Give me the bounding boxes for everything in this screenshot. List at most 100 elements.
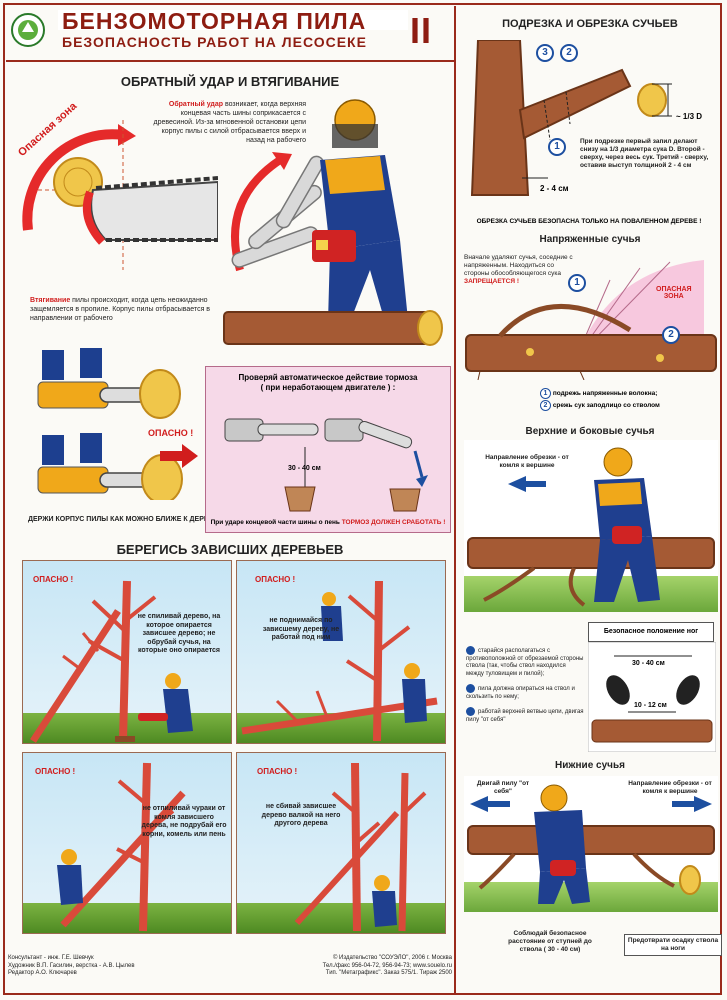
column-divider [454,6,456,994]
pull-text: пилы происходит, когда цепь неожиданно з… [30,297,211,322]
danger-label: ОПАСНО ! [33,575,74,584]
lower-direction-note: Направление обрезки - от комля к вершине [628,780,712,795]
brake-check-illustration [224,418,428,512]
bullet-item: работай верхней ветвью цепи, двигая пилу… [466,707,584,724]
safe-legs-diagram [588,642,716,752]
upper-branches-illustration [467,447,715,607]
legend-text: подрежь напряженные волокна; [552,390,658,397]
safe-legs-label: Безопасное положение ног [603,628,699,635]
bullet-item: пила должна опираться на ствол и скользи… [466,684,584,701]
danger-label: ОПАСНО ! [35,767,76,776]
legend-item: 1 подрежь напряженные волокна; [540,388,720,400]
hanging-panel-3: ОПАСНО ! не отпиливай чураки от комля за… [22,752,232,934]
hanging-panel-1: ОПАСНО ! не спиливай дерево, на которое … [22,560,232,744]
third-diameter-label: ~ 1/3 D [676,112,703,121]
upper-branches-heading: Верхние и боковые сучья [525,426,655,437]
hanging-panel-4: ОПАСНО ! не сбивай зависшее дерево валко… [236,752,446,934]
hanging-tree-illustration-4 [294,762,427,932]
poster-border [3,3,722,995]
kickback-diagram [22,120,218,270]
safe-legs-box: Безопасное положение ног [588,622,714,642]
poster-title: БЕНЗОМОТОРНАЯ ПИЛА [62,8,367,34]
hanging-tree-illustration-2 [241,580,438,742]
credit-publisher: © Издательство "СОУЭЛО", 2006 г. Москва [332,955,452,961]
credit-print: Тип. "Метаграфикс". Заказ 575/1. Тираж 2… [325,970,452,976]
danger-zone-line1: ОПАСНАЯ [656,286,692,293]
pruning-warning: ОБРЕЗКА СУЧЬЕВ БЕЗОПАСНА ТОЛЬКО НА ПОВАЛ… [476,218,702,225]
credit-contact: Тел./факс 956-04-72, 956-94-73; www.soue… [322,962,452,969]
hanging-tree-illustration-1 [30,580,193,743]
grass [464,882,718,912]
bullet-text: старайся располагаться с противоположной… [466,648,584,677]
danger-label-hold: ОПАСНО ! [148,428,194,438]
kickback-description: Обратный удар возникает, когда верхняя к… [148,100,306,145]
credits-left: Консультант - инж. Г.Е. Шевчук Художник … [8,955,228,978]
bullet-text: работай верхней ветвью цепи, двигая пилу… [466,709,584,723]
hanging-trees-heading: БЕРЕГИСЬ ЗАВИСШИХ ДЕРЕВЬЕВ [116,542,344,557]
brake-check-panel: Проверяй автоматическое действие тормоза… [205,366,451,533]
brake-footer-prefix: При ударе концевой части шины о пень [210,519,342,526]
lower-branches-heading: Нижние сучья [555,760,625,771]
danger-label: ОПАСНО ! [257,767,298,776]
cut-marker-2: 2 [560,44,578,62]
kickback-text: возникает, когда верхняя концевая часть … [153,101,306,144]
legend-num: 2 [540,400,551,411]
bullet-text: пила должна опираться на ствол и скользи… [466,686,575,700]
cut-marker-1: 1 [548,138,566,156]
legend-item: 2 срежь сук заподлицо со стволом [540,400,720,412]
tense-text-prefix: Вначале удаляют сучья, соседние с напряж… [464,254,573,277]
ledge-distance-label: 2 - 4 см [540,184,569,193]
credit-editor: Редактор А.О. Ключарев [8,970,77,976]
brake-check-subtitle: ( при неработающем двигателе ) : [260,383,396,392]
brake-check-title: Проверяй автоматическое действие тормоза [238,373,418,382]
worker-kickback-illustration [231,99,408,322]
part-number: II [410,10,433,51]
poster-subtitle: БЕЗОПАСНОСТЬ РАБОТ НА ЛЕСОСЕКЕ [62,34,367,50]
danger-zone-label-right: ОПАСНАЯ ЗОНА [656,286,692,300]
safe-legs-bullets: старайся располагаться с противоположной… [466,646,584,724]
upper-direction-note: Направление обрезки - от комля к вершине [485,454,569,469]
legend-num: 1 [540,388,551,399]
upper-branches-panel: Направление обрезки - от комля к вершине [464,440,718,612]
lower-branches-panel: Двигай пилу "от себя" Направление обрезк… [464,776,718,912]
credit-artist: Художник В.П. Гасилин, верстка - А.В. Цы… [8,962,135,969]
warning-text: не поднимайся по зависшему дереву, не ра… [262,617,340,641]
foot-distance-note: Соблюдай безопасное расстояние от ступне… [508,930,592,953]
legend-text: срежь сук заподлицо со стволом [552,402,660,409]
hanging-panel-2: ОПАСНО ! не поднимайся по зависшему дере… [236,560,446,744]
brake-check-footer: При ударе концевой части шины о пень ТОР… [206,519,450,526]
tense-marker-2: 2 [662,326,680,344]
danger-label: ОПАСНО ! [255,575,296,584]
danger-zone-line2: ЗОНА [663,293,684,300]
brake-distance: 30 - 40 см [288,465,321,472]
grass [23,903,231,933]
move-saw-note: Двигай пилу "от себя" [476,780,530,795]
header-divider [6,60,454,62]
grass [237,903,445,933]
legs-gap-label: 10 - 12 см [634,702,667,709]
bullet-item: старайся располагаться с противоположной… [466,646,584,678]
warning-text: не сбивай зависшее дерево валкой на него… [261,803,341,827]
arrow-right-icon [160,444,198,468]
saw-hold-illustration [37,348,183,500]
tense-branches-text: Вначале удаляют сучья, соседние с напряж… [464,254,580,286]
credits-right: © Издательство "СОУЭЛО", 2006 г. Москва … [280,955,452,978]
log-kickback [223,310,443,346]
pruning-diagram [470,40,672,196]
credit-consultant: Консультант - инж. Г.Е. Шевчук [8,955,94,961]
roll-prevention-note: Предотврати осадку ствола на ноги [624,934,722,956]
bullet-dot [466,707,475,717]
lower-branches-illustration [467,784,715,904]
tense-marker-1: 1 [568,274,586,292]
warning-text: не спиливай дерево, на которое опирается… [137,613,221,654]
grass [464,576,718,612]
tense-branches-heading: Напряженные сучья [539,234,641,245]
pull-description: Втягивание пилы происходит, когда цепь н… [30,296,215,323]
kickback-term: Обратный удар [168,101,224,108]
legs-width-label: 30 - 40 см [632,660,665,667]
warning-text: не отпиливай чураки от комля зависшего д… [141,805,227,838]
bullet-dot [466,684,475,694]
pull-term: Втягивание [30,297,71,304]
hanging-tree-illustration-3 [57,762,186,932]
